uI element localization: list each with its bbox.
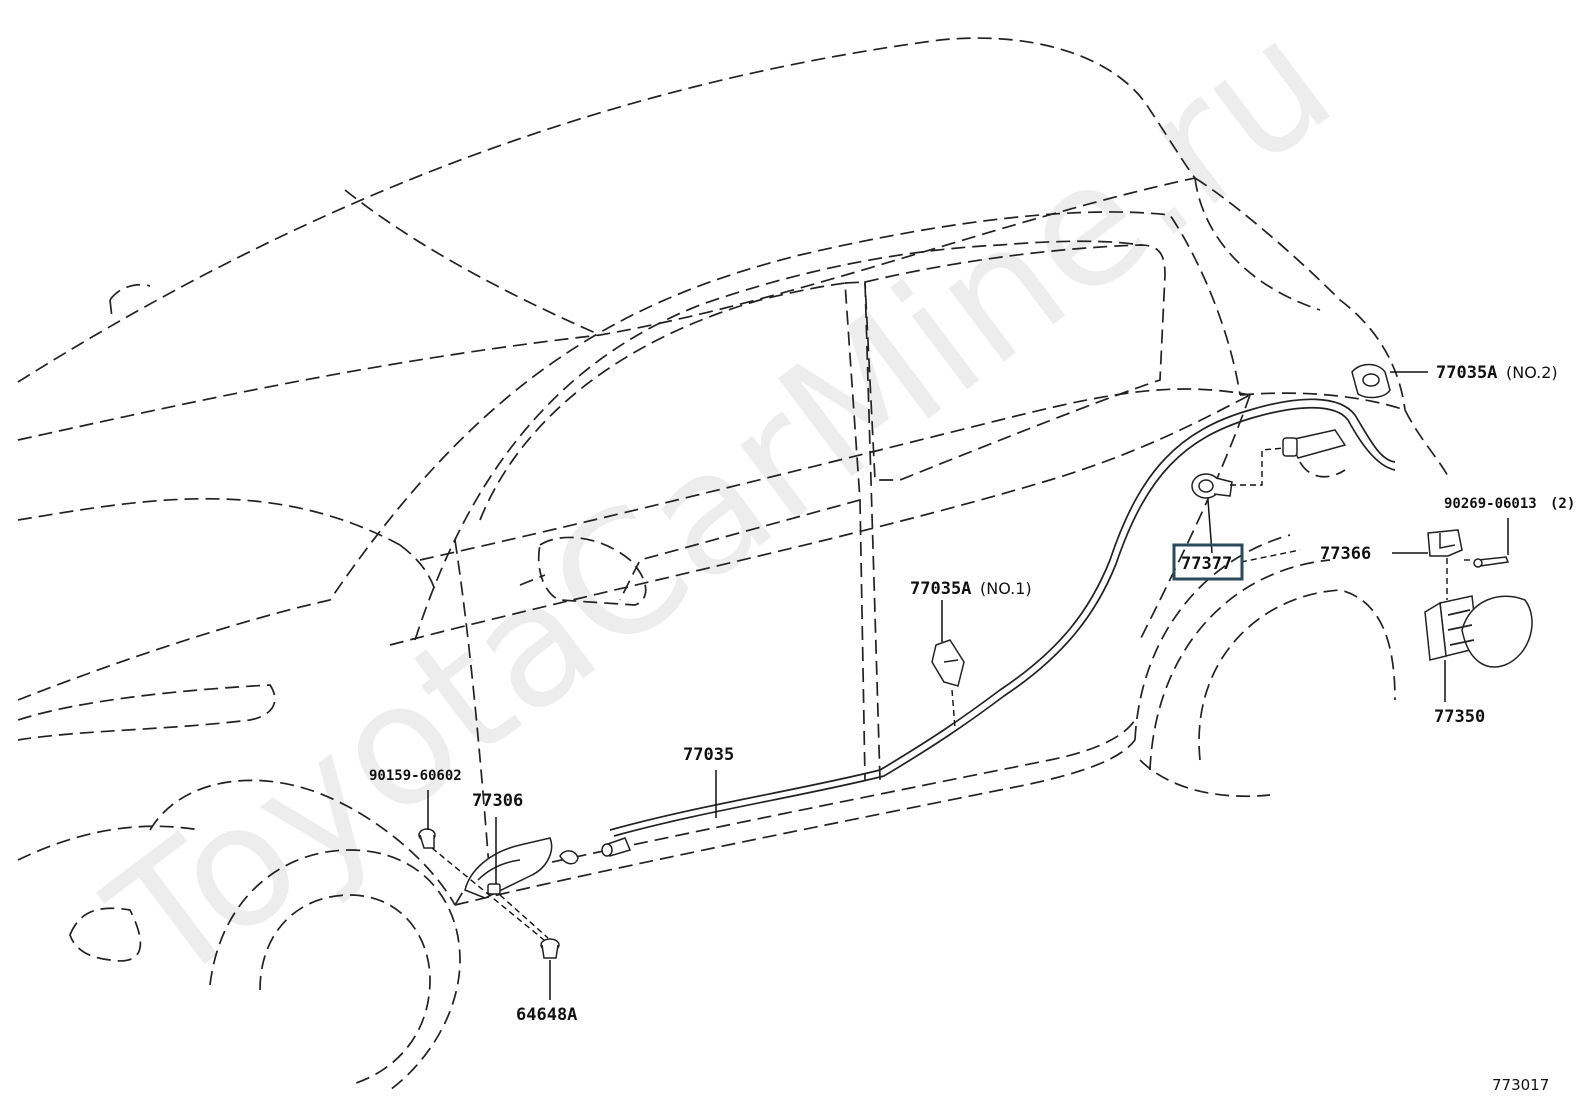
car-outline (17, 37, 1451, 1091)
clip-77035a-no2 (1351, 363, 1391, 399)
bolt-90159 (418, 828, 436, 849)
callout-77035[interactable]: 77035 (683, 745, 734, 765)
callout-77377[interactable]: 77377 (1172, 543, 1244, 581)
callout-77306[interactable]: 77306 (472, 791, 523, 811)
diagram-number: 773017 (1492, 1076, 1549, 1094)
callout-77350[interactable]: 77350 (1434, 707, 1485, 727)
callout-64648a[interactable]: 64648A (516, 1005, 577, 1025)
callout-90159-60602[interactable]: 90159-60602 (369, 768, 462, 784)
callout-code: 77035A (1436, 363, 1497, 383)
clip-77035a-no1 (931, 639, 965, 687)
callout-code: 77366 (1320, 544, 1371, 564)
fuel-lid-cable (609, 398, 1396, 837)
callout-90269-06013[interactable]: 90269-06013 (2) (1444, 496, 1575, 512)
callout-77366[interactable]: 77366 (1320, 544, 1371, 564)
callout-suffix: (2) (1550, 496, 1575, 512)
callout-code: 90269-06013 (1444, 496, 1537, 512)
clip-64648a (540, 938, 560, 959)
highlight-box (1172, 543, 1244, 581)
callout-code: 77350 (1434, 707, 1485, 727)
callout-code: 77306 (472, 791, 523, 811)
callout-code: 77035 (683, 745, 734, 765)
callout-code: 90159-60602 (369, 768, 462, 784)
callout-suffix: (NO.2) (1506, 363, 1558, 382)
callout-code: 77035A (910, 579, 971, 599)
callout-code: 64648A (516, 1005, 577, 1025)
clip-77366 (1427, 529, 1463, 557)
watermark: ToyotaCarMine.ru (75, 0, 1366, 1023)
callout-suffix: (NO.1) (980, 579, 1032, 598)
screw-90269 (1473, 556, 1510, 568)
grommet-77377 (1191, 473, 1233, 499)
callout-77035a-no1[interactable]: 77035A (NO.1) (910, 579, 1032, 599)
callout-77035a-no2[interactable]: 77035A (NO.2) (1436, 363, 1558, 383)
fuel-lid-lock-77377-area (1282, 429, 1347, 478)
callout-code: 77377 (1181, 554, 1232, 574)
lever-77306 (464, 837, 632, 899)
fuel-lid-77350 (1424, 595, 1533, 668)
